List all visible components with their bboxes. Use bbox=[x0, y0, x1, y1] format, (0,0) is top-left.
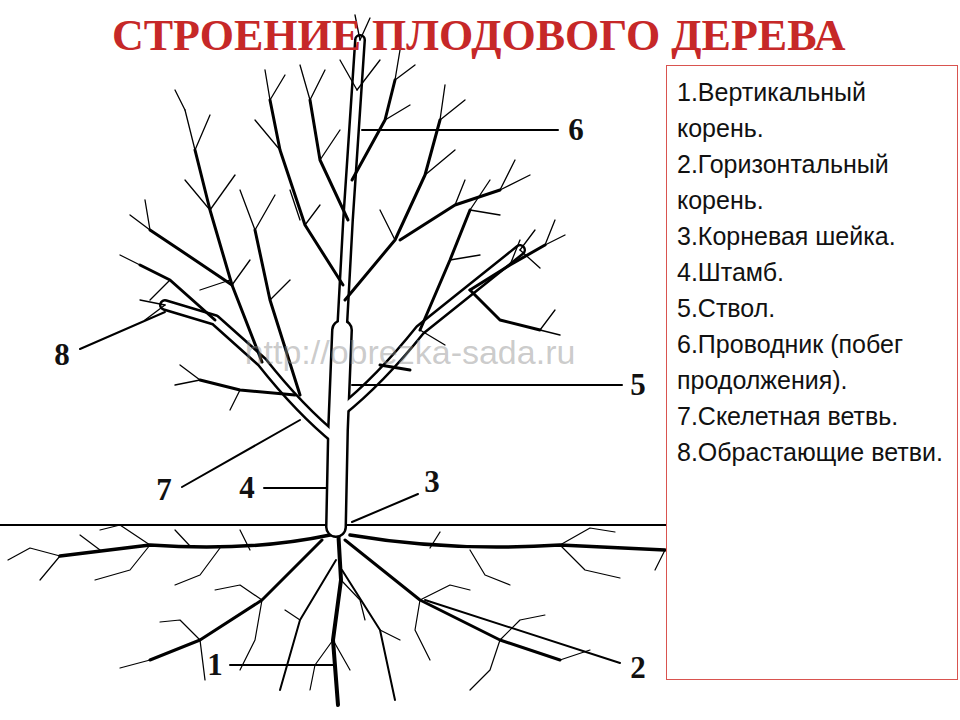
key-item: 5.Ствол. bbox=[677, 290, 949, 326]
callout-number: 8 bbox=[54, 338, 70, 372]
trunk-and-limbs bbox=[165, 40, 520, 527]
callout-number: 4 bbox=[239, 471, 255, 505]
key-box: 1.Вертикальный корень.2.Горизонтальный к… bbox=[666, 65, 958, 680]
callout-number: 6 bbox=[568, 113, 584, 147]
diagram-title: СТРОЕНИЕ ПЛОДОВОГО ДЕРЕВА bbox=[112, 10, 846, 62]
callout-number: 7 bbox=[156, 473, 172, 507]
key-item: 3.Корневая шейка. bbox=[677, 218, 949, 254]
key-item: 4.Штамб. bbox=[677, 254, 949, 290]
key-item: 1.Вертикальный корень. bbox=[677, 74, 949, 146]
callout-number: 2 bbox=[630, 651, 646, 685]
watermark: http://obrezka-sada.ru bbox=[245, 332, 576, 372]
callout-number: 5 bbox=[630, 368, 646, 402]
leader-lines bbox=[80, 130, 622, 665]
key-item: 6.Проводник (побег продолжения). bbox=[677, 326, 949, 398]
key-item: 7.Скелетная ветвь. bbox=[677, 398, 949, 434]
callout-number: 1 bbox=[207, 648, 223, 682]
callout-number: 3 bbox=[424, 465, 440, 499]
roots bbox=[8, 525, 665, 705]
key-item: 2.Горизонтальный корень. bbox=[677, 146, 949, 218]
key-item: 8.Обрастающие ветви. bbox=[677, 434, 949, 470]
